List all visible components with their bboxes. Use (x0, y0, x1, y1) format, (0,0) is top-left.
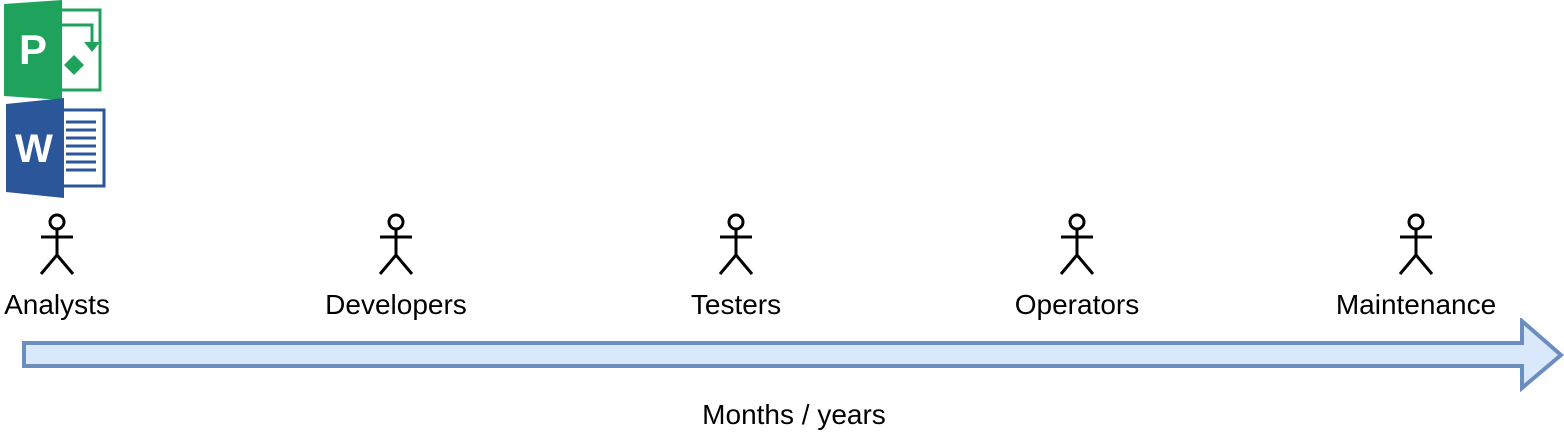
stick-figure-icon (1059, 213, 1095, 275)
microsoft-project-icon: P (4, 0, 104, 100)
stick-figure-icon (39, 213, 75, 275)
actor-operators: Operators (987, 213, 1167, 333)
actor-analysts: Analysts (0, 213, 147, 333)
project-letter: P (19, 26, 47, 73)
word-letter: W (15, 127, 53, 171)
actor-maintenance: Maintenance (1326, 213, 1506, 333)
actor-developers: Developers (306, 213, 486, 333)
timeline-arrow (22, 318, 1564, 392)
actor-label: Analysts (4, 289, 110, 320)
actor-testers: Testers (646, 213, 826, 333)
stick-figure-icon (1398, 213, 1434, 275)
actor-label: Maintenance (1335, 289, 1497, 320)
timeline-label: Months / years (702, 399, 886, 430)
stick-figure-icon (718, 213, 754, 275)
stick-figure-icon (378, 213, 414, 275)
actor-label: Testers (690, 289, 782, 320)
actor-label: Developers (325, 289, 467, 320)
actor-label: Operators (1014, 289, 1140, 320)
microsoft-word-icon: W (6, 98, 108, 198)
